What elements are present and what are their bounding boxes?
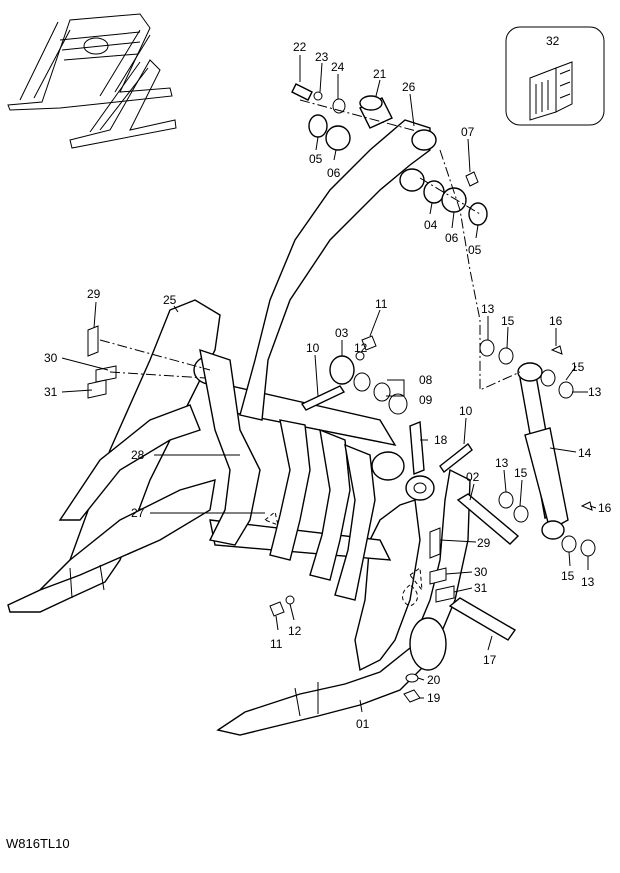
callout-02: 02 xyxy=(466,470,480,484)
upper-arm xyxy=(239,119,437,421)
callout-05-right: 05 xyxy=(468,243,482,257)
callout-01: 01 xyxy=(356,717,370,731)
callout-labels: 32 22 23 24 21 26 07 05 06 04 06 05 29 2… xyxy=(44,34,612,731)
callout-17: 17 xyxy=(483,653,497,667)
hydraulic-cylinder xyxy=(517,362,569,540)
callout-31-left: 31 xyxy=(44,385,58,399)
callout-25: 25 xyxy=(163,293,177,307)
drawing-code: W816TL10 xyxy=(6,836,70,851)
callout-19: 19 xyxy=(427,691,441,705)
callout-15-top: 15 xyxy=(501,314,515,328)
callout-09: 09 xyxy=(419,393,433,407)
callout-29-right: 29 xyxy=(477,536,491,550)
callout-21: 21 xyxy=(373,67,387,81)
callout-15-mid: 15 xyxy=(571,360,585,374)
callout-10-right: 10 xyxy=(459,404,473,418)
callout-22: 22 xyxy=(293,40,307,54)
assembly-thumbnail xyxy=(7,13,177,149)
callout-15-low: 15 xyxy=(514,466,528,480)
callout-29-left: 29 xyxy=(87,287,101,301)
callout-06-right: 06 xyxy=(445,231,459,245)
callout-07: 07 xyxy=(461,125,475,139)
callout-08: 08 xyxy=(419,373,433,387)
callout-18: 18 xyxy=(434,433,448,447)
callout-04: 04 xyxy=(424,218,438,232)
callout-12-top: 12 xyxy=(354,341,368,355)
decal-kit-box xyxy=(505,26,605,126)
callout-31-right: 31 xyxy=(474,581,488,595)
callout-24: 24 xyxy=(331,60,345,74)
callout-30-right: 30 xyxy=(474,565,488,579)
callout-30-left: 30 xyxy=(44,351,58,365)
callout-32: 32 xyxy=(546,34,560,48)
callout-14: 14 xyxy=(578,446,592,460)
callout-16-low: 16 xyxy=(598,501,612,515)
callout-13-low: 13 xyxy=(495,456,509,470)
callout-11-top: 11 xyxy=(375,297,388,311)
leader-lines xyxy=(61,55,597,713)
callout-13-top: 13 xyxy=(481,302,495,316)
callout-13-mid: 13 xyxy=(588,385,602,399)
callout-12-bottom: 12 xyxy=(288,624,302,638)
callout-06-top: 06 xyxy=(327,166,341,180)
callout-15-bottom: 15 xyxy=(561,569,575,583)
callout-13-bottom: 13 xyxy=(581,575,595,589)
left-tine xyxy=(7,299,221,613)
callout-11-bottom: 11 xyxy=(270,637,283,651)
assembly-lines xyxy=(99,99,521,391)
callout-16-top: 16 xyxy=(549,314,563,328)
callout-20: 20 xyxy=(427,673,441,687)
callout-23: 23 xyxy=(315,50,329,64)
callout-28: 28 xyxy=(131,448,145,462)
callout-05-top: 05 xyxy=(309,152,323,166)
callout-10-left: 10 xyxy=(306,341,320,355)
callout-27: 27 xyxy=(131,506,145,520)
callout-26: 26 xyxy=(402,80,416,94)
callout-03: 03 xyxy=(335,326,349,340)
